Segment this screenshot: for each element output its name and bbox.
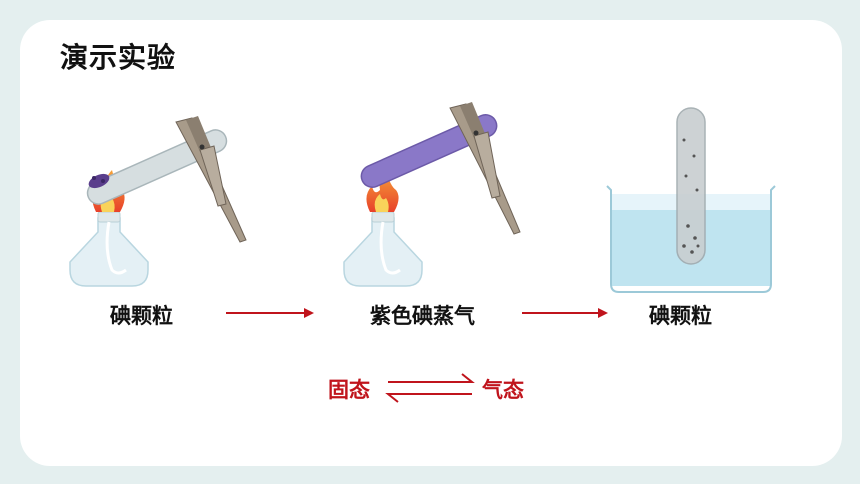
slide-title: 演示实验 <box>60 41 177 74</box>
alcohol-lamp-icon <box>343 170 423 287</box>
process-arrow-1 <box>226 308 314 318</box>
stage-label-iodine-crystals: 碘颗粒 <box>110 304 173 328</box>
stage-label-iodine-crystals-final: 碘颗粒 <box>649 304 712 328</box>
test-tube-clamp-icon <box>175 116 247 243</box>
state-gas-label: 气态 <box>482 378 524 402</box>
stage-2-vapor <box>343 102 521 287</box>
stage-1-heating <box>69 116 247 287</box>
stage-label-iodine-vapor: 紫色碘蒸气 <box>370 304 475 328</box>
process-arrow-2 <box>522 308 608 318</box>
stage-3-cooling <box>606 107 776 293</box>
test-tube-icon <box>676 107 706 265</box>
reversible-arrows <box>385 373 475 403</box>
state-solid-label: 固态 <box>328 378 370 402</box>
test-tube-clamp-icon <box>449 102 521 235</box>
